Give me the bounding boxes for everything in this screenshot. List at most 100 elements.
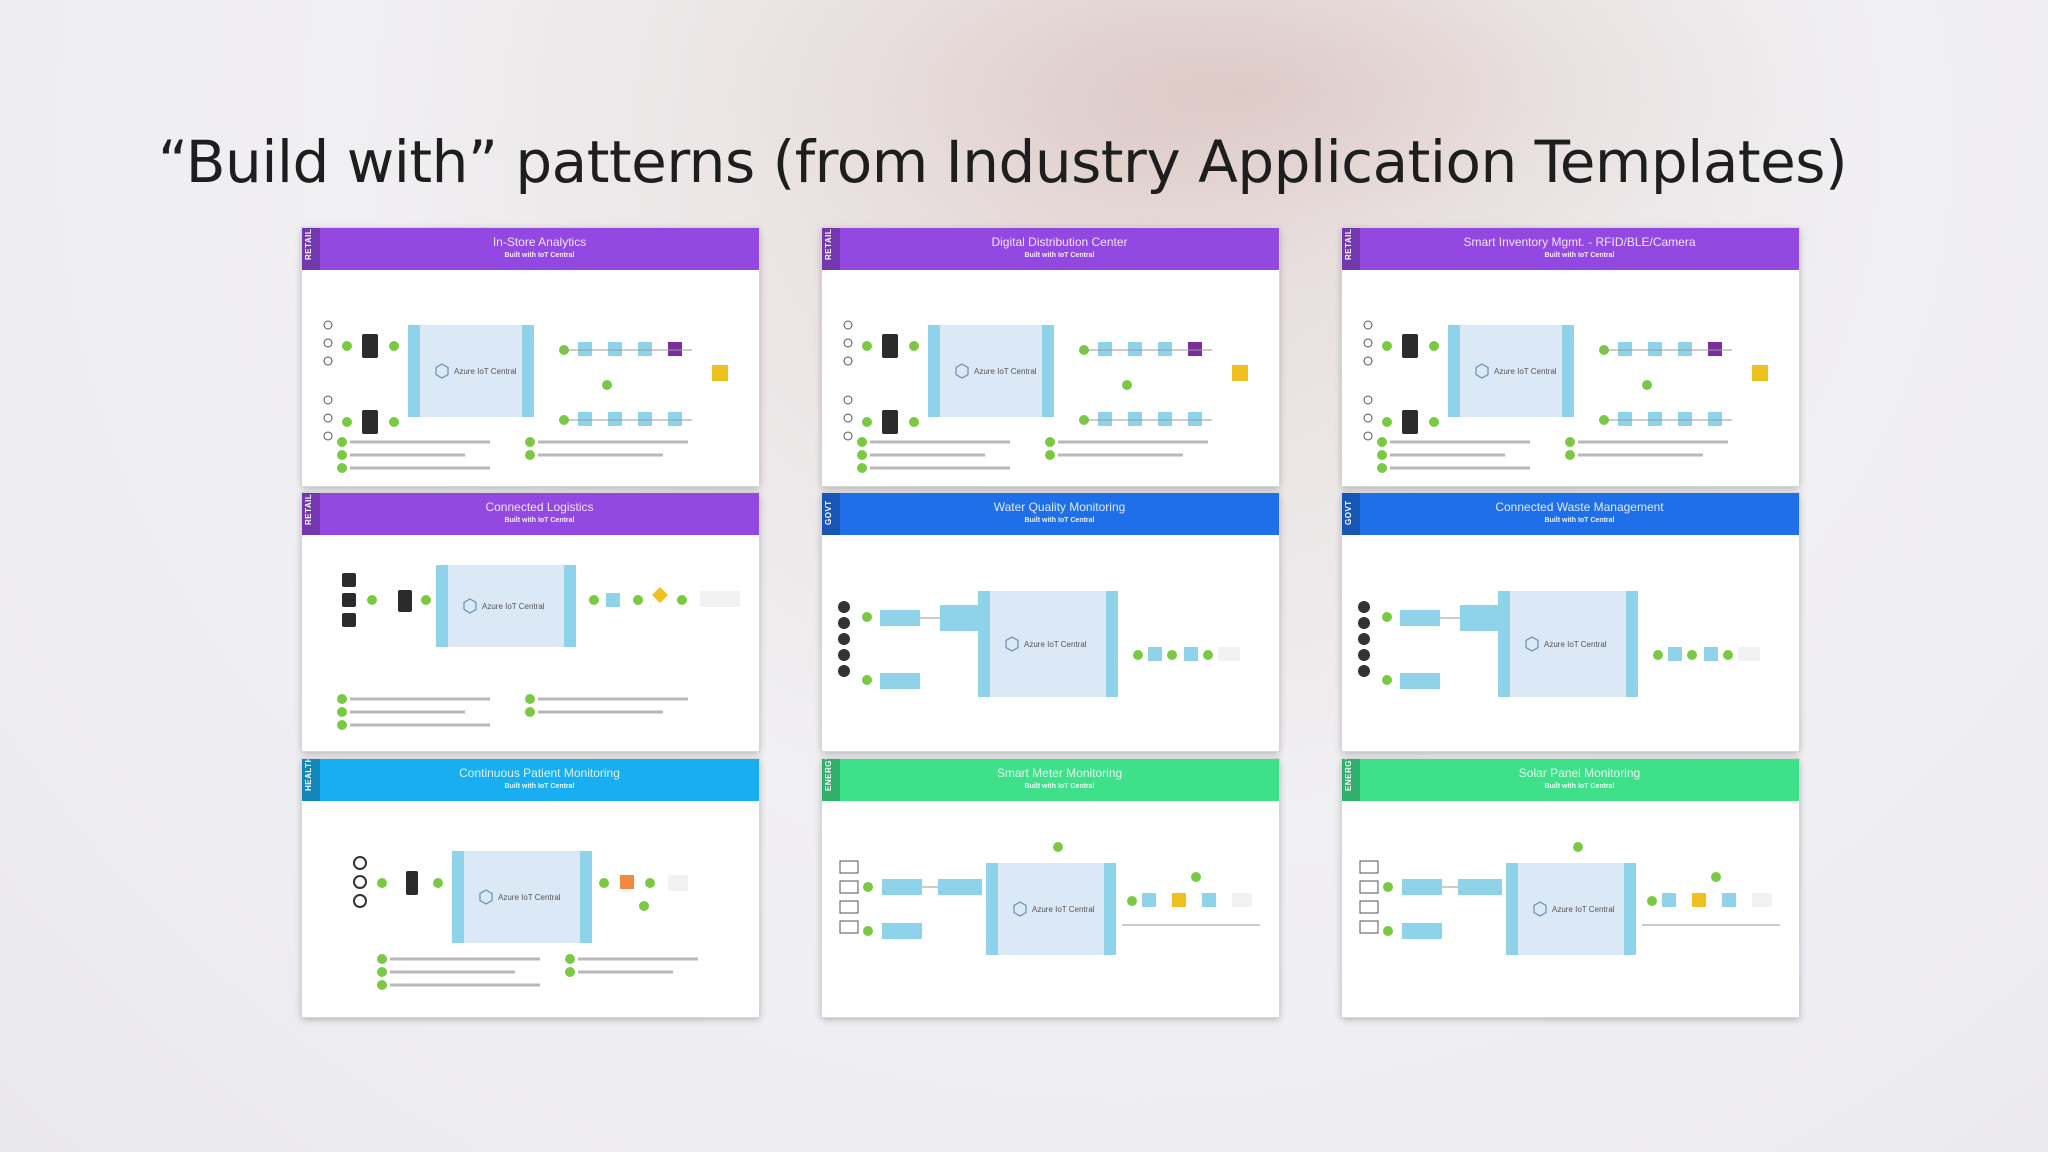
architecture-diagram: Azure IoT Central: [1342, 801, 1799, 1017]
iot-central-icon: [1013, 901, 1027, 917]
service-icon: [1662, 893, 1676, 907]
flow-node: [1383, 926, 1393, 936]
industry-strip: ENERGY: [822, 759, 840, 801]
description-line: [1058, 440, 1208, 444]
description-line: [350, 453, 465, 457]
flow-node: [1203, 650, 1213, 660]
flow-node: [857, 437, 867, 447]
architecture-diagram: Azure IoT Central: [302, 801, 759, 1017]
flow-node: [1429, 417, 1439, 427]
service-icon: [1648, 412, 1662, 426]
sensor-icon: [843, 356, 853, 366]
export-bar: [564, 565, 576, 647]
iot-central-block: [940, 325, 1042, 417]
meter-icon: [1359, 900, 1379, 914]
service-icon: [1618, 412, 1632, 426]
ingest-bar: [1448, 325, 1460, 417]
flow-node: [602, 380, 612, 390]
diagram-canvas: Azure IoT Central: [838, 591, 1240, 697]
sensor-icon: [1363, 395, 1373, 405]
meter-icon: [839, 920, 859, 934]
flow-node: [433, 878, 443, 888]
description-line: [870, 440, 1010, 444]
sensor-icon: [323, 431, 333, 441]
sensor-icon: [323, 413, 333, 423]
service-icon: [1458, 879, 1502, 895]
meter-icon: [1359, 880, 1379, 894]
iot-central-block: [464, 851, 580, 943]
flow-node: [1642, 380, 1652, 390]
sensor-icon: [1358, 649, 1370, 661]
flow-node: [1382, 341, 1392, 351]
service-icon: [1648, 342, 1662, 356]
diagram-canvas: Azure IoT Central: [353, 851, 698, 990]
iot-central-icon: [1475, 363, 1489, 379]
iot-central-block: [420, 325, 522, 417]
iot-central-icon: [1533, 901, 1547, 917]
industry-strip: RETAIL: [302, 228, 320, 270]
service-icon: [668, 342, 682, 356]
service-icon: [1184, 647, 1198, 661]
ingest-bar: [978, 591, 990, 697]
iot-central-label: Azure IoT Central: [1494, 367, 1557, 376]
flow-node: [377, 878, 387, 888]
industry-strip: RETAIL: [302, 493, 320, 535]
iot-central-label: Azure IoT Central: [1552, 905, 1615, 914]
iot-central-block: [1518, 863, 1624, 955]
flow-node: [1377, 437, 1387, 447]
export-bar: [1562, 325, 1574, 417]
iot-central-icon: [479, 889, 493, 905]
service-icon: [1400, 610, 1440, 626]
description-line: [538, 453, 663, 457]
flow-node: [377, 980, 387, 990]
flow-node: [909, 417, 919, 427]
meter-icon: [1359, 920, 1379, 934]
description-line: [1578, 453, 1703, 457]
flow-node: [1653, 650, 1663, 660]
flow-node: [377, 954, 387, 964]
service-icon: [1128, 412, 1142, 426]
architecture-diagram: Azure IoT Central: [822, 270, 1279, 486]
description-line: [578, 970, 673, 974]
flow-node: [1647, 896, 1657, 906]
service-icon: [620, 875, 634, 889]
export-bar: [580, 851, 592, 943]
description-line: [350, 697, 490, 701]
architecture-diagram: Azure IoT Central: [822, 801, 1279, 1017]
service-icon: [940, 605, 978, 631]
sensor-icon: [843, 320, 853, 330]
sensor-icon: [1363, 431, 1373, 441]
description-line: [1058, 453, 1183, 457]
iot-central-label: Azure IoT Central: [1032, 905, 1095, 914]
slide-title: “Build with” patterns (from Industry App…: [158, 128, 1848, 196]
flow-node: [1687, 650, 1697, 660]
flow-node: [677, 595, 687, 605]
iot-central-label: Azure IoT Central: [1544, 640, 1607, 649]
meter-icon: [839, 880, 859, 894]
wearable-icon: [353, 894, 367, 908]
ingest-bar: [452, 851, 464, 943]
sensor-icon: [323, 320, 333, 330]
function-icon: [652, 587, 668, 603]
flow-node: [337, 720, 347, 730]
flow-node: [1711, 872, 1721, 882]
sensor-icon: [1358, 665, 1370, 677]
flow-node: [1377, 450, 1387, 460]
device-icon: [1402, 334, 1418, 358]
sensor-icon: [843, 338, 853, 348]
card-subtitle: Built with IoT Central: [504, 517, 575, 524]
sensor-icon: [838, 601, 850, 613]
device-icon: [342, 573, 356, 587]
card-title: Smart Meter Monitoring: [996, 766, 1123, 780]
card-title: Water Quality Monitoring: [993, 500, 1126, 514]
service-icon: [882, 923, 922, 939]
service-icon: [608, 342, 622, 356]
